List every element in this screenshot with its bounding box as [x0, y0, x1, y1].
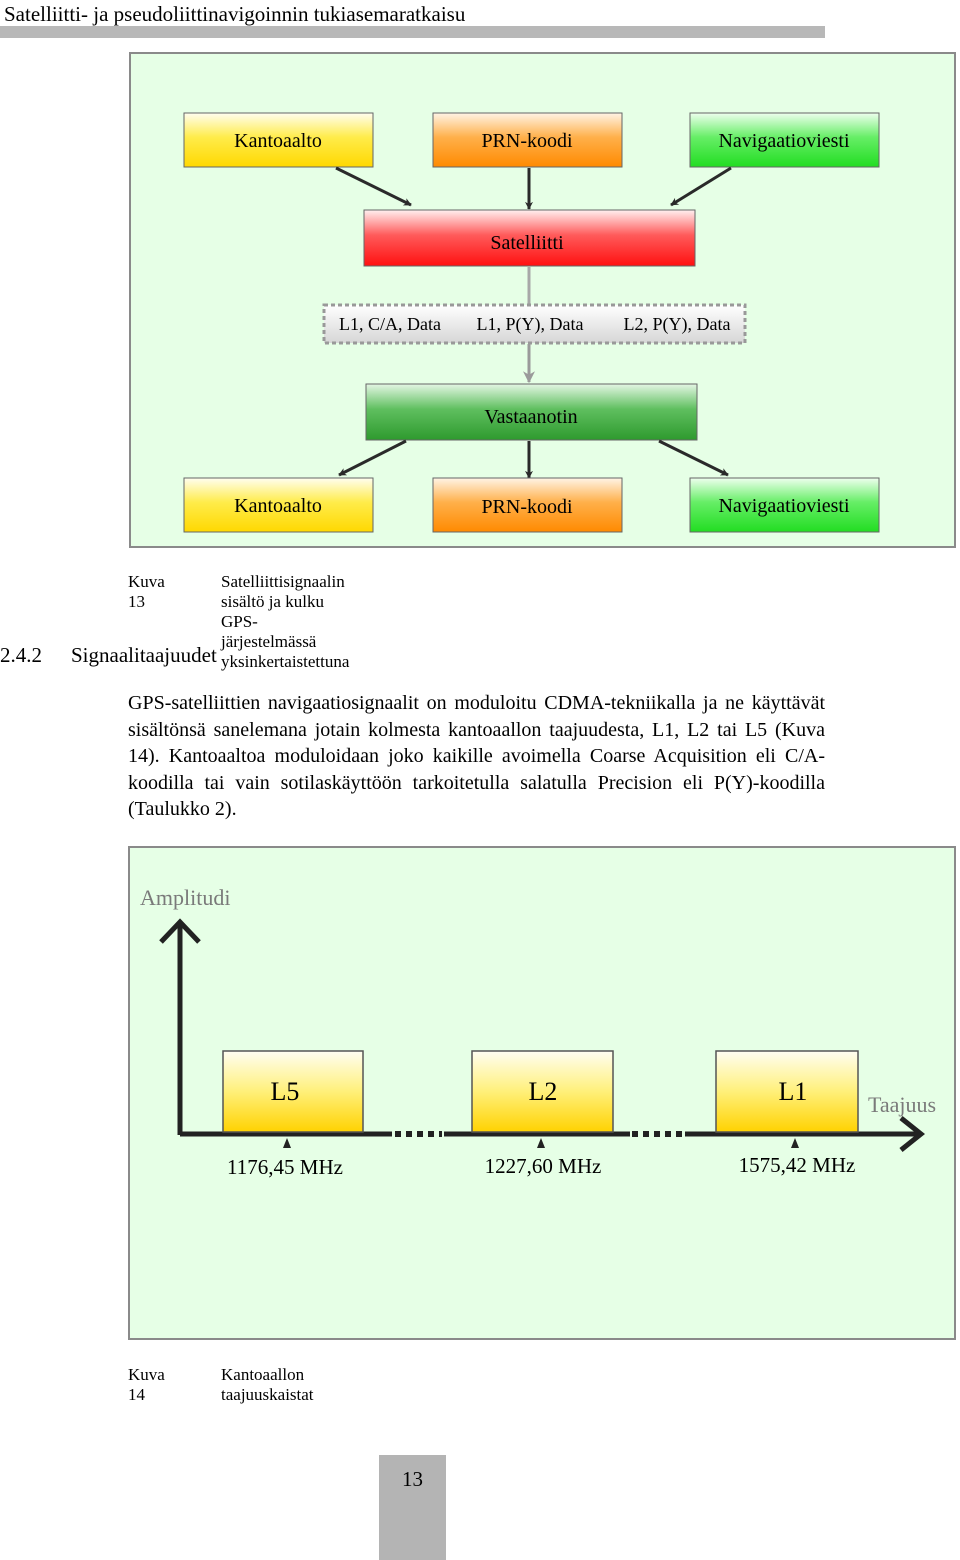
band-l1-marker: [791, 1138, 799, 1148]
arrow-navmsg-to-satellite: [670, 166, 732, 207]
input-box-navigation-message: Navigaatioviesti: [689, 112, 880, 168]
header-rule: [0, 26, 825, 38]
body-paragraph: GPS-satelliittien navigaatiosignaalit on…: [128, 692, 825, 820]
receiver-box: Vastaanotin: [365, 383, 698, 441]
x-axis-label: Taajuus: [868, 1092, 936, 1117]
output-box-carrier: Kantoaalto: [183, 477, 374, 533]
receiver-label: Vastaanotin: [484, 406, 577, 428]
input-label-prn-code: PRN-koodi: [481, 130, 573, 152]
figure-frequency-bands: Amplitudi Taajuus L5 1176,45 MHz L2: [128, 846, 956, 1340]
arrow-carrier-to-satellite: [335, 166, 412, 207]
satellite-label: Satelliitti: [490, 232, 564, 254]
signal-label-l2-py: L2, P(Y), Data: [624, 314, 731, 335]
input-label-carrier: Kantoaalto: [234, 130, 322, 152]
band-l2: L2 1227,60 MHz: [471, 1050, 614, 1178]
band-l5-frequency: 1176,45 MHz: [227, 1155, 343, 1179]
figure-13-number: Kuva 13: [128, 572, 165, 611]
input-box-prn-code: PRN-koodi: [432, 112, 623, 168]
section-title: Signaalitaajuudet: [71, 643, 217, 667]
input-label-navigation-message: Navigaatioviesti: [718, 130, 850, 152]
signal-label-l1-py: L1, P(Y), Data: [477, 314, 584, 335]
band-l5-label: L5: [271, 1077, 300, 1106]
output-box-navigation-message: Navigaatioviesti: [689, 477, 880, 533]
output-label-navigation-message: Navigaatioviesti: [718, 495, 850, 517]
frequency-band-diagram: Amplitudi Taajuus L5 1176,45 MHz L2: [140, 885, 936, 1179]
output-box-prn-code: PRN-koodi: [432, 477, 623, 533]
satellite-box: Satelliitti: [363, 209, 696, 267]
band-l1-label: L1: [779, 1077, 808, 1106]
band-l5: L5 1176,45 MHz: [222, 1050, 364, 1179]
y-axis-label: Amplitudi: [140, 885, 230, 910]
signal-content-box: L1, C/A, Data L1, P(Y), Data L2, P(Y), D…: [322, 303, 747, 345]
signal-flow-diagram: Kantoaalto PRN-koodi Navigaatioviesti Sa…: [183, 112, 880, 533]
signal-label-l1-ca: L1, C/A, Data: [339, 314, 441, 334]
figure-13-text: Satelliittisignaalin sisältö ja kulku GP…: [221, 572, 350, 671]
band-l2-label: L2: [529, 1077, 558, 1106]
band-l5-marker: [283, 1138, 291, 1148]
output-label-carrier: Kantoaalto: [234, 495, 322, 517]
band-l1-frequency: 1575,42 MHz: [739, 1153, 856, 1177]
input-box-carrier: Kantoaalto: [183, 112, 374, 168]
arrow-receiver-to-navmsg: [658, 439, 729, 477]
x-axis: [180, 1116, 926, 1152]
band-l2-frequency: 1227,60 MHz: [485, 1154, 602, 1178]
output-label-prn-code: PRN-koodi: [481, 496, 573, 518]
figure-signal-flow: Kantoaalto PRN-koodi Navigaatioviesti Sa…: [129, 52, 956, 548]
band-l2-marker: [537, 1138, 545, 1148]
page-number-box: 13: [379, 1455, 446, 1560]
section-number: 2.4.2: [0, 643, 42, 667]
figure-14-number: Kuva 14: [128, 1365, 165, 1404]
figure-14-text: Kantoaallon taajuuskaistat: [221, 1365, 314, 1404]
band-l1: L1 1575,42 MHz: [715, 1050, 859, 1177]
page-number: 13: [402, 1467, 423, 1491]
arrow-receiver-to-carrier: [338, 439, 407, 477]
y-axis: [159, 918, 201, 1135]
running-header: Satelliitti- ja pseudoliittinavigoinnin …: [4, 2, 466, 26]
